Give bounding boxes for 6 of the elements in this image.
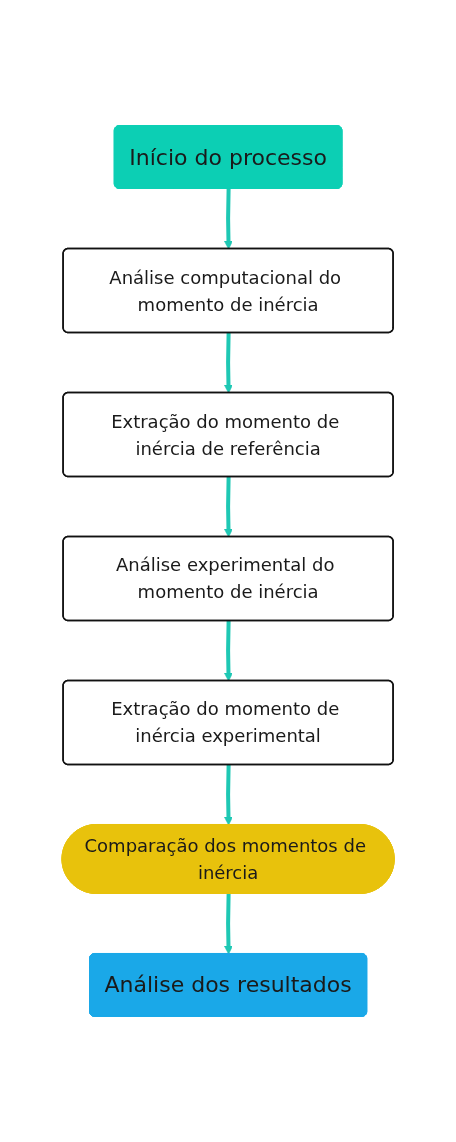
arrow — [223, 893, 233, 955]
arrow — [223, 188, 233, 250]
arrow — [223, 476, 233, 538]
arrow — [223, 764, 233, 826]
arrow — [223, 332, 233, 394]
arrow — [223, 620, 233, 682]
